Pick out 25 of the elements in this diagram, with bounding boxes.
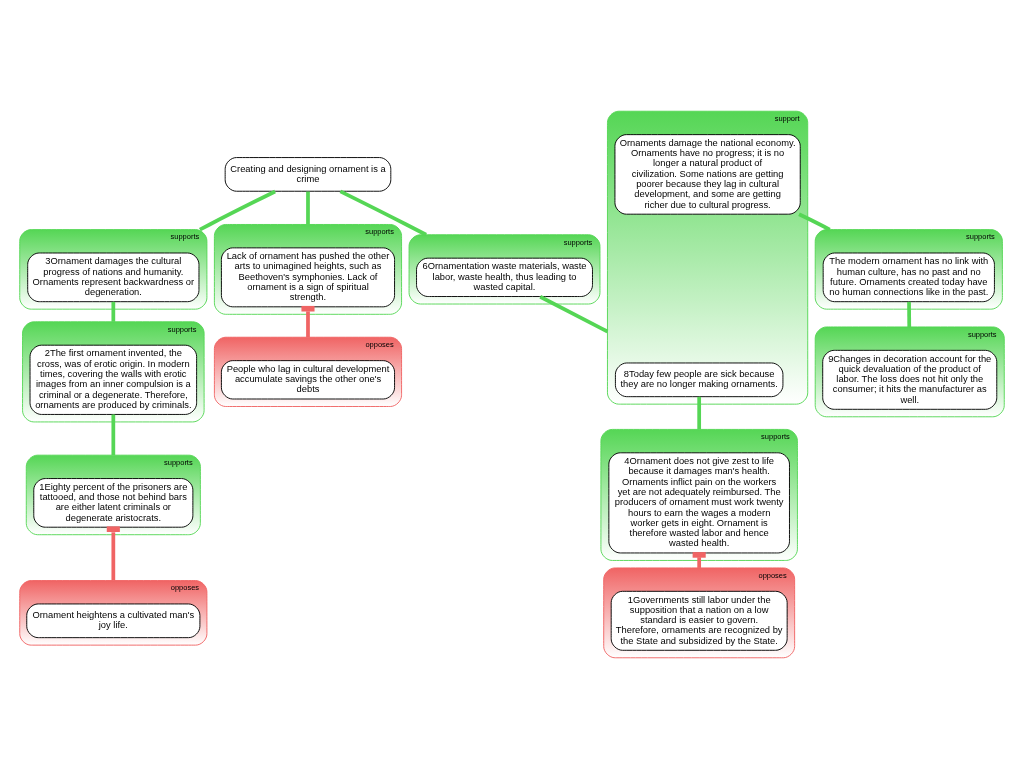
node-box: 6Ornamentation waste materials, waste labor, waste health, thus leading to wasted capital.: [416, 257, 593, 297]
node-box: 3Ornament damages the cultural progress of nations and humanity. Ornaments represent backwardness or degeneration.: [27, 252, 200, 302]
connector: [306, 191, 310, 224]
node-box: Lack of ornament has pushed the other arts to unimagined heights, such as Beethoven's symphonies. Lack of ornament is a sign of spiritual strength.: [220, 246, 396, 307]
node-box: 1Eighty percent of the prisoners are tattooed, and those not behind bars are either latent criminals or degenerate aristocrats.: [33, 477, 194, 528]
node-box: Creating and designing ornament is a crime: [224, 156, 392, 192]
node-box: Ornament heightens a cultivated man's joy life.: [26, 603, 201, 638]
connector: [111, 301, 116, 322]
connector: [692, 551, 706, 568]
node-box: 9Changes in decoration account for the quick devaluation of the product of labor. The loss does not hit only the consumer; it hits the manufacturer as well.: [822, 349, 998, 410]
node-box: The modern ornament has no link with human culture, has no past and no future. Ornaments created today have no human connections like in the past.: [822, 252, 995, 302]
node-box: Ornaments damage the national economy. Ornaments have no progress; it is no longer a natural product of civilization. Some nations are getting poorer because they lag in cultural development, and some are getting richer due to cultural progress.: [614, 133, 801, 215]
connector: [907, 301, 912, 327]
connector: [697, 396, 702, 429]
node-box: 1Governments still labor under the supposition that a nation on a low standard is easier to govern. Therefore, ornaments are recognized by the State and subsidized by the State.: [610, 590, 788, 651]
connector: [301, 305, 315, 337]
node-box: 2The first ornament invented, the cross, was of erotic origin. In modern times, covering the walls with erotic images from an inner compulsion is a criminal or a degenerate. Therefore, ornaments are produced by criminals.: [29, 344, 198, 415]
node-box: 4Ornament does not give zest to life because it damages man's health. Ornaments inflict pain on the workers yet are not adequately reimbursed. The producers of ornament must work twenty hours to earn the wages a modern worker gets in eight. Ornament is therefore wasted labor and hence wasted health.: [608, 451, 790, 553]
connector: [111, 414, 116, 455]
connector: [539, 294, 609, 333]
connector: [339, 189, 427, 236]
node-box: People who lag in cultural development accumulate savings the other one's debts: [220, 359, 396, 399]
connector: [106, 525, 120, 581]
node-box: 8Today few people are sick because they are no longer making ornaments.: [614, 362, 784, 397]
connector: [199, 189, 276, 231]
